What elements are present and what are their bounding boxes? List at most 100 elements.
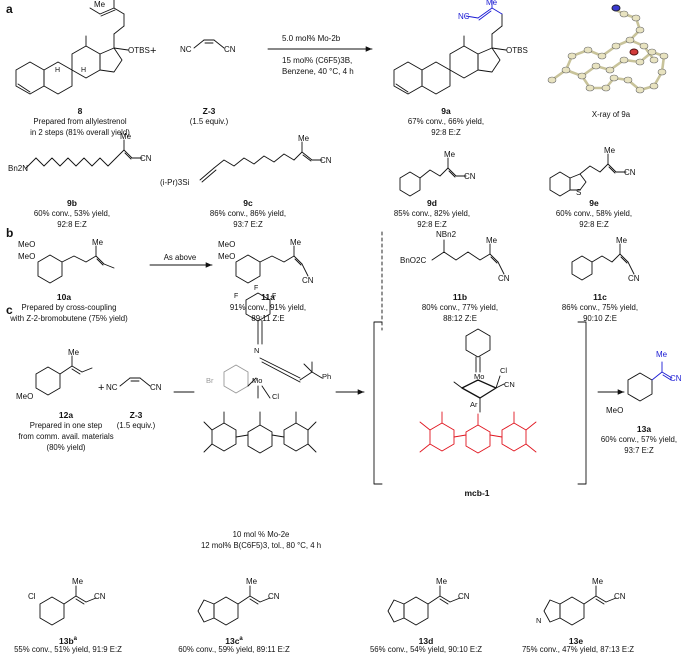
product-13b-structure (39, 585, 97, 626)
steroid-8-structure (15, 0, 129, 95)
compound-label-11c: 11c (593, 292, 607, 302)
catalyst-mo2e-structure (203, 292, 323, 454)
compound-label-9e: 9e (589, 198, 599, 208)
caption-13b: 55% conv., 51% yield, 91:9 E:Z (14, 645, 122, 654)
cn-label-13a: CN (670, 374, 682, 383)
ome-label-13a: MeO (606, 406, 624, 415)
caption-10a-line2: with Z-2-bromobutene (75% yield) (10, 314, 128, 323)
arrow-text-b: As above (163, 253, 197, 262)
caption-9a-line2: 92:8 E:Z (431, 128, 461, 137)
caption-9d-line1: 85% conv., 82% yield, (393, 209, 471, 218)
me-label-9a: Me (486, 0, 498, 7)
plus-sign-a: + (150, 45, 157, 57)
me-label-10a: Me (92, 238, 104, 247)
cn-label-11c: CN (628, 274, 640, 283)
caption-11c-line1: 86% conv., 75% yield, (561, 303, 639, 312)
bracket-left (373, 321, 383, 485)
caption-11a-line2: 89:11 Z:E (251, 314, 285, 323)
sulfur-label-9e: S (576, 188, 582, 197)
ar-label-mcb: Ar (470, 400, 478, 409)
caption-10a-line1: Prepared by cross-coupling (21, 303, 117, 312)
caption-13d: 56% conv., 54% yield, 90:10 E:Z (369, 645, 483, 654)
compound-label-13d: 13d (418, 636, 434, 646)
me-label-9b: Me (120, 132, 132, 141)
caption-9e-line2: 92:8 E:Z (579, 220, 609, 229)
caption-12a-line1: Prepared in one step (29, 421, 103, 430)
n-label-catalyst: N (254, 346, 260, 355)
product-9d-structure (399, 157, 467, 197)
caption-13a-line1: 60% conv., 57% yield, (600, 435, 678, 444)
caption-9d-line2: 92:8 E:Z (417, 220, 447, 229)
product-11c-structure (571, 243, 635, 281)
me-label-9e: Me (604, 146, 616, 155)
condition-lewis-acid-a: 15 mol% (C6F5)3B, (282, 56, 353, 65)
panel-label-a: a (6, 2, 13, 16)
compound-label-9b: 9b (67, 198, 77, 208)
otbs-label-8: OTBS (128, 46, 150, 55)
cl-label-mcb: Cl (500, 366, 508, 375)
caption-9a-line1: 67% conv., 66% yield, (407, 117, 485, 126)
h-label-8: H (81, 67, 87, 74)
product-13c-structure (197, 585, 271, 626)
compound-label-12a: 12a (58, 410, 74, 420)
f-label-catalyst-3: F (254, 285, 259, 292)
h-label-8b: H (55, 67, 61, 74)
cl-label-13b: Cl (28, 592, 36, 601)
caption-13e: 75% conv., 47% yield, 87:13 E:Z (521, 645, 635, 654)
product-9a-structure (393, 13, 507, 95)
me-label-9d: Me (444, 150, 456, 159)
ome-label-10a-1: MeO (18, 240, 36, 249)
caption-13a-line2: 93:7 E:Z (624, 446, 654, 455)
caption-9c-line2: 93:7 E:Z (233, 220, 263, 229)
product-11a-structure (235, 245, 309, 284)
caption-11c-line2: 90:10 Z:E (583, 314, 617, 323)
product-11b-structure (431, 239, 505, 275)
product-9c-structure (199, 141, 323, 183)
me-label-13a: Me (656, 350, 668, 359)
me-label-11c: Me (616, 236, 628, 245)
z3-reagent-structure-c (119, 377, 151, 387)
cn-label-9b: CN (140, 154, 152, 163)
ome-label-11a-1: MeO (218, 240, 236, 249)
cn-label-9c: CN (320, 156, 332, 165)
caption-13c: 60% conv., 59% yield, 89:11 E:Z (178, 645, 290, 654)
caption-8-line2: in 2 steps (81% overall yield) (30, 128, 130, 137)
product-9a-nitrile-part (465, 0, 503, 21)
reactant-12a-structure (35, 355, 93, 396)
cn-label-9d: CN (464, 172, 476, 181)
caption-11b-line1: 80% conv., 77% yield, (421, 303, 499, 312)
ph-label-catalyst: Ph (322, 372, 332, 381)
compound-label-9d: 9d (427, 198, 437, 208)
silyl-group-9c: (i-Pr)3Si (160, 178, 190, 187)
caption-8-line1: Prepared from allylestrenol (33, 117, 127, 126)
compound-label-9a: 9a (441, 106, 451, 116)
catalyst-conditions: 12 mol% B(C6F5)3, tol., 80 °C, 4 h (200, 541, 322, 550)
compound-label-13a: 13a (636, 424, 652, 434)
cn-label-z3-c: CN (150, 383, 162, 392)
compound-label-z3-c: Z-3 (129, 410, 143, 420)
compound-label-9c: 9c (243, 198, 253, 208)
compound-label-z3: Z-3 (202, 106, 216, 116)
condition-catalyst-a: 5.0 mol% Mo-2b (282, 34, 341, 43)
cn-label-13e: CN (614, 592, 626, 601)
me-label-8: Me (94, 0, 106, 9)
condition-solvent-a: Benzene, 40 °C, 4 h (282, 67, 354, 76)
plus-sign-c: + (98, 382, 105, 394)
product-9e-structure (549, 153, 627, 197)
caption-9b-line2: 92:8 E:Z (57, 220, 87, 229)
compound-label-8: 8 (77, 106, 83, 116)
cn-label-11b: CN (498, 274, 510, 283)
me-label-13e: Me (592, 577, 604, 586)
mcb1-aryloxide-red (419, 411, 537, 454)
me-label-11b: Me (486, 236, 498, 245)
product-13e-structure (543, 585, 617, 626)
br-label-catalyst: Br (206, 376, 214, 385)
caption-11b-line2: 88:12 Z:E (443, 314, 477, 323)
panel-label-c: c (6, 303, 13, 317)
product-13a-nitrile-part (651, 361, 673, 381)
otbs-label-9a: OTBS (506, 46, 528, 55)
nc-label-z3: NC (180, 45, 192, 54)
n-label-13e: N (536, 616, 542, 625)
bracket-right (577, 321, 587, 485)
cn-label-11a: CN (302, 276, 314, 285)
